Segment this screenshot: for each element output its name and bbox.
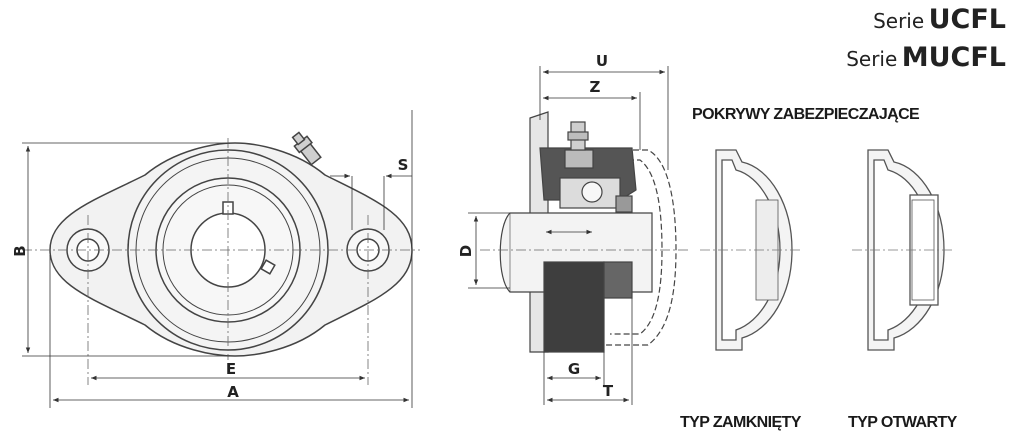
section-dimension-lines bbox=[468, 66, 669, 405]
cover-closed-drawing bbox=[700, 149, 800, 351]
front-view-dimension-lines bbox=[22, 110, 413, 408]
dim-label-d: D bbox=[457, 245, 475, 257]
series-label-ucfl: Serie UCFL bbox=[873, 6, 1006, 33]
dim-label-s: S bbox=[398, 156, 409, 174]
dim-label-g: G bbox=[568, 360, 580, 378]
series-label-mucfl: Serie MUCFL bbox=[846, 44, 1006, 71]
dim-label-z: Z bbox=[590, 78, 601, 96]
series-prefix: Serie bbox=[873, 9, 925, 33]
series-prefix: Serie bbox=[846, 47, 898, 71]
dim-label-u: U bbox=[596, 52, 608, 70]
series-name: UCFL bbox=[928, 4, 1006, 35]
cover-closed-label: TYP ZAMKNIĘTY bbox=[680, 414, 801, 431]
front-view-centerlines bbox=[22, 138, 420, 385]
cover-open-label: TYP OTWARTY bbox=[848, 414, 957, 431]
cover-open-drawing bbox=[852, 149, 952, 351]
dim-label-e: E bbox=[226, 360, 236, 378]
dim-label-b: B bbox=[11, 245, 29, 256]
section-view bbox=[499, 111, 677, 353]
dim-label-a: A bbox=[227, 383, 239, 401]
series-name: MUCFL bbox=[901, 42, 1006, 73]
front-view-flange bbox=[49, 131, 413, 357]
dim-label-t: T bbox=[603, 382, 614, 400]
covers-title: POKRYWY ZABEZPIECZAJĄCE bbox=[692, 106, 920, 123]
